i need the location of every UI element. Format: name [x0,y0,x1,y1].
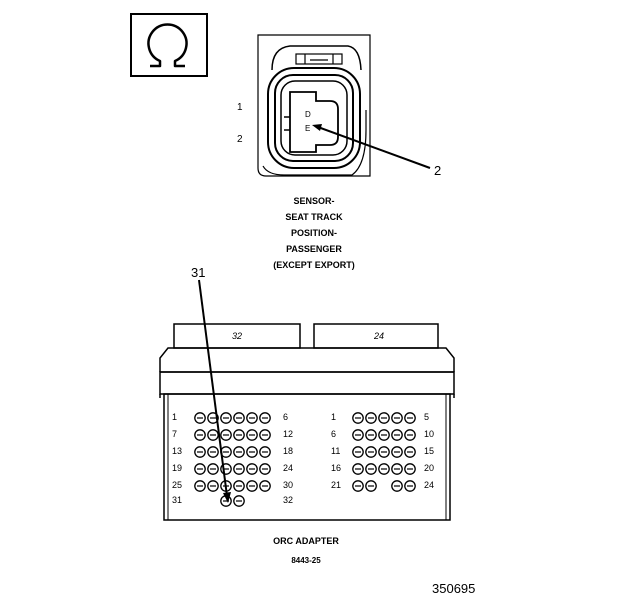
sensor-title-line: SENSOR- [293,196,334,206]
orc-adapter-housing [159,323,455,521]
row-start-label: 7 [172,429,177,439]
row-end-label: 24 [283,463,293,473]
left-terminal-grid [194,412,271,507]
sensor-title-line: SEAT TRACK [285,212,343,222]
row-start-label: 6 [331,429,336,439]
row-start-label: 13 [172,446,182,456]
adapter-callout-leader [198,279,231,503]
right-block-row-labels: 1 6 11 16 21 5 10 15 20 24 [331,412,434,490]
adapter-part-number: 8443-25 [291,556,321,565]
sensor-callout-number: 2 [434,163,441,178]
adapter-tab-label: 32 [232,331,242,341]
row-start-label: 1 [172,412,177,422]
sensor-connector [257,34,371,177]
sensor-title-line: POSITION- [291,228,337,238]
row-end-label: 15 [424,446,434,456]
row-end-label: 18 [283,446,293,456]
cavity-letter: D [305,110,311,119]
row-end-label: 32 [283,495,293,505]
sensor-title: SENSOR- SEAT TRACK POSITION- PASSENGER (… [273,196,355,270]
sensor-pin-label: 1 [237,102,243,113]
row-start-label: 19 [172,463,182,473]
row-start-label: 21 [331,480,341,490]
row-end-label: 20 [424,463,434,473]
sensor-pin-label: 2 [237,134,243,145]
row-start-label: 25 [172,480,182,490]
sensor-title-line: PASSENGER [286,244,342,254]
figure-id: 350695 [432,581,475,596]
row-start-label: 1 [331,412,336,422]
right-terminal-grid [352,412,416,492]
left-block-row-labels: 1 7 13 19 25 31 6 12 18 24 30 32 [172,412,293,505]
adapter-title: ORC ADAPTER [273,536,339,546]
ohmmeter-icon: Ω [0,0,208,77]
row-end-label: 10 [424,429,434,439]
sensor-callout-leader [312,124,431,169]
row-end-label: 5 [424,412,429,422]
row-start-label: 31 [172,495,182,505]
cavity-letter: E [305,124,310,133]
row-end-label: 12 [283,429,293,439]
row-end-label: 30 [283,480,293,490]
row-end-label: 24 [424,480,434,490]
sensor-title-line: (EXCEPT EXPORT) [273,260,355,270]
adapter-callout-number: 31 [191,265,205,280]
row-start-label: 16 [331,463,341,473]
adapter-tab-label: 24 [373,331,384,341]
ohm-symbol-text: Ω [0,0,1,1]
row-end-label: 6 [283,412,288,422]
row-start-label: 11 [331,446,340,456]
